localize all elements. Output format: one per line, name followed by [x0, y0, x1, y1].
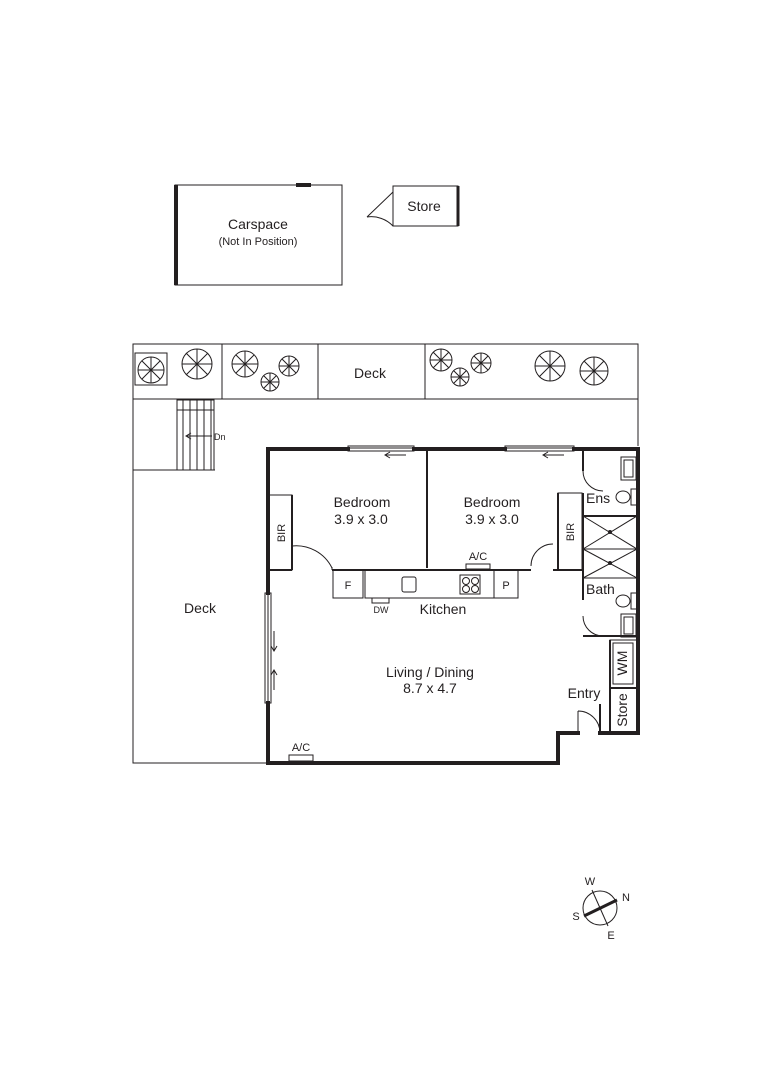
sink-icon: [401, 576, 417, 593]
tree-icon: [137, 356, 165, 384]
kitchen-label: Kitchen: [420, 601, 467, 617]
stairs-dn-label: Dn: [214, 432, 226, 442]
dishwasher-label: DW: [374, 605, 389, 615]
deck-left-label: Deck: [184, 600, 217, 616]
carspace-note: (Not In Position): [219, 236, 298, 248]
arrow-left-icon: [384, 451, 406, 459]
bir2-label: BIR: [565, 523, 577, 541]
tree-icon: [470, 352, 492, 374]
cooktop-icon: [459, 574, 481, 595]
stairs: Dn: [176, 399, 226, 471]
store-side-label: Store: [614, 693, 630, 727]
tree-icon: [534, 350, 566, 382]
arrow-left-icon: [185, 432, 212, 440]
arrow-up-icon: [270, 669, 278, 690]
ens-label: Ens: [586, 490, 610, 506]
tree-icon: [579, 356, 609, 386]
living-dining: Living / Dining 8.7 x 4.7 Entry A/C: [288, 664, 601, 762]
compass-s: S: [572, 911, 579, 923]
bath-label: Bath: [586, 581, 615, 597]
store-top-label: Store: [407, 198, 441, 214]
bir1-label: BIR: [276, 524, 288, 542]
arrow-down-icon: [270, 631, 278, 652]
bedrooms: BIR BIR Bedroom 3.9 x 3.0 Bedroom 3.9 x …: [268, 449, 583, 571]
compass-icon: W N S E: [572, 876, 630, 942]
garden-strip: Deck: [132, 343, 639, 400]
pantry-label: P: [502, 580, 509, 592]
entry-label: Entry: [568, 685, 601, 701]
arrow-left-icon: [542, 451, 564, 459]
compass-e: E: [607, 930, 614, 942]
deck-left: Deck: [132, 398, 639, 764]
wm-label: WM: [614, 651, 630, 676]
wet-areas: Ens Bath WM Store: [582, 449, 639, 734]
tree-icon: [231, 350, 259, 378]
bedroom1-size: 3.9 x 3.0: [334, 511, 388, 527]
windows: [264, 445, 575, 704]
compass-n: N: [622, 892, 630, 904]
ac-top-label: A/C: [469, 551, 487, 563]
living-size: 8.7 x 4.7: [403, 680, 457, 696]
compass-w: W: [585, 876, 596, 888]
deck-top-label: Deck: [354, 365, 387, 381]
carspace: Carspace (Not In Position): [174, 183, 343, 286]
bedroom2-label: Bedroom: [464, 494, 521, 510]
tree-icon: [278, 355, 300, 377]
fridge-label: F: [345, 580, 352, 592]
tree-icon: [260, 372, 280, 392]
bedroom2-size: 3.9 x 3.0: [465, 511, 519, 527]
ac-bottom-label: A/C: [292, 742, 310, 754]
tree-icon: [450, 367, 470, 387]
bedroom1-label: Bedroom: [334, 494, 391, 510]
living-label: Living / Dining: [386, 664, 474, 680]
tree-icon: [181, 348, 213, 380]
kitchen: F P DW Kitchen: [332, 569, 519, 617]
carspace-label: Carspace: [228, 216, 288, 232]
tree-icons: [137, 348, 609, 392]
tree-icon: [429, 348, 453, 372]
store-top: Store: [366, 185, 460, 227]
